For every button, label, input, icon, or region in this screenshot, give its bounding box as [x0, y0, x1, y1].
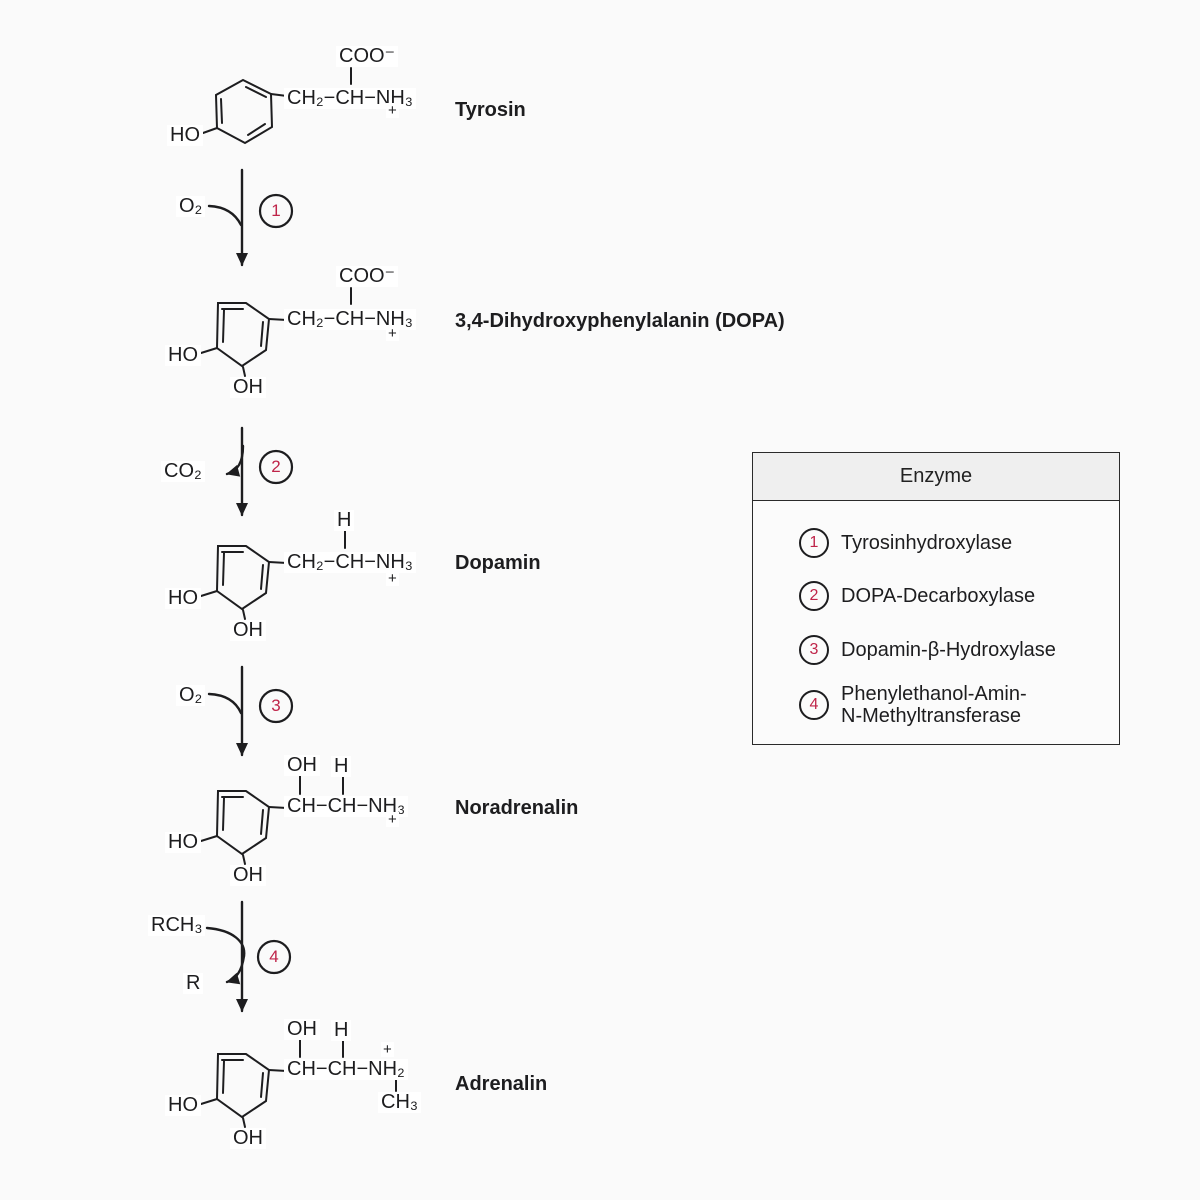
legend-label-3: Dopamin-β-Hydroxylase: [841, 639, 1056, 661]
tyrosin-carboxyl-label: COO⁻: [336, 46, 399, 67]
legend-item-2: 2 DOPA-Decarboxylase: [799, 581, 1035, 611]
adrenalin-name: Adrenalin: [455, 1073, 548, 1095]
reaction-4-byproduct-label: R: [183, 973, 204, 994]
reaction-arrow-4: [205, 900, 292, 1013]
noradrenalin-hydroxyl-bottom-label: OH: [230, 865, 266, 886]
legend-item-3: 3 Dopamin-β-Hydroxylase: [799, 635, 1056, 665]
adrenalin-hydroxyl-bottom-label: OH: [230, 1128, 266, 1149]
reaction-2-number: 2: [271, 457, 281, 476]
dopa-hydroxyl-left-label: HO: [165, 345, 201, 366]
reaction-3-cofactor-label: O₂: [176, 685, 206, 706]
legend-label-4-line1: Phenylethanol-Amin-: [841, 683, 1027, 705]
dopa-chain-label: CH₂−CH−NH₃: [284, 309, 416, 330]
dopa-structure: [200, 287, 352, 377]
legend-item-1: 1 Tyrosinhydroxylase: [799, 528, 1012, 558]
noradrenalin-oh-top-label: OH: [284, 755, 320, 776]
legend-number-badge-4: 4: [799, 690, 829, 720]
legend-label-1: Tyrosinhydroxylase: [841, 532, 1012, 554]
reaction-4-number: 4: [269, 947, 279, 966]
legend-label-4-line2: N-Methyltransferase: [841, 705, 1022, 727]
legend-number-badge-2: 2: [799, 581, 829, 611]
legend-number-4: 4: [809, 696, 819, 713]
dopa-name: 3,4-Dihydroxyphenylalanin (DOPA): [455, 310, 785, 332]
legend-number-badge-3: 3: [799, 635, 829, 665]
reaction-3-number: 3: [271, 696, 281, 715]
adrenalin-plus-charge: +: [381, 1041, 394, 1058]
legend-number-3: 3: [809, 641, 819, 658]
dopamin-name: Dopamin: [455, 552, 541, 574]
legend-label-2-text: DOPA-Decarboxylase: [841, 585, 1036, 607]
noradrenalin-plus-charge: +: [386, 811, 399, 828]
reaction-arrow-1: [207, 168, 294, 267]
dopamin-plus-charge: +: [386, 570, 399, 587]
legend-number-2: 2: [809, 587, 819, 604]
dopamin-h-top-label: H: [334, 510, 355, 531]
tyrosin-name: Tyrosin: [455, 99, 526, 121]
tyrosin-structure: [202, 67, 352, 145]
noradrenalin-hydroxyl-left-label: HO: [165, 832, 201, 853]
tyrosin-chain-label: CH₂−CH−NH₃: [284, 88, 416, 109]
legend-number-1: 1: [809, 534, 819, 551]
adrenalin-n-methyl-label: CH₃: [378, 1092, 422, 1113]
reaction-1-cofactor-label: O₂: [176, 196, 206, 217]
legend-label-3-text: Dopamin-β-Hydroxylase: [841, 639, 1056, 661]
reaction-1-circle: [258, 193, 294, 229]
enzyme-legend: Enzyme 1 Tyrosinhydroxylase 2 DOPA-Decar…: [752, 452, 1120, 745]
dopamin-hydroxyl-left-label: HO: [165, 588, 201, 609]
tyrosin-hydroxyl-left-label: HO: [167, 125, 203, 146]
legend-item-4: 4 Phenylethanol-Amin- N-Methyltransferas…: [799, 683, 1027, 727]
enzyme-legend-header: Enzyme: [753, 453, 1119, 501]
adrenalin-chain-label: CH−CH−NH₂: [284, 1059, 408, 1080]
reaction-4-circle: [256, 939, 292, 975]
legend-number-badge-1: 1: [799, 528, 829, 558]
noradrenalin-name: Noradrenalin: [455, 797, 579, 819]
noradrenalin-structure: [200, 775, 344, 865]
reaction-arrow-2: [225, 426, 294, 517]
legend-label-4: Phenylethanol-Amin- N-Methyltransferase: [841, 683, 1027, 727]
reaction-4-cofactor-label: RCH₃: [148, 915, 206, 936]
adrenalin-h-top-label: H: [331, 1020, 352, 1041]
enzyme-legend-title: Enzyme: [899, 465, 973, 487]
dopa-hydroxyl-bottom-label: OH: [230, 377, 266, 398]
dopa-plus-charge: +: [386, 325, 399, 342]
legend-label-1-text: Tyrosinhydroxylase: [841, 532, 1013, 554]
dopa-carboxyl-label: COO⁻: [336, 266, 399, 287]
reaction-2-byproduct-label: CO₂: [161, 461, 205, 482]
noradrenalin-chain-label: CH−CH−NH₃: [284, 796, 409, 817]
reaction-2-circle: [258, 449, 294, 485]
dopamin-hydroxyl-bottom-label: OH: [230, 620, 266, 641]
tyrosin-plus-charge: +: [386, 102, 399, 119]
dopamin-structure: [200, 529, 346, 620]
noradrenalin-h-top-label: H: [331, 756, 352, 777]
dopamin-chain-label: CH₂−CH−NH₃: [284, 552, 416, 573]
adrenalin-hydroxyl-left-label: HO: [165, 1095, 201, 1116]
adrenalin-structure: [200, 1039, 397, 1128]
reaction-arrow-3: [207, 665, 294, 757]
reaction-1-number: 1: [271, 201, 281, 220]
reaction-3-circle: [258, 688, 294, 724]
legend-label-2: DOPA-Decarboxylase: [841, 585, 1035, 607]
adrenalin-oh-top-label: OH: [284, 1019, 320, 1040]
